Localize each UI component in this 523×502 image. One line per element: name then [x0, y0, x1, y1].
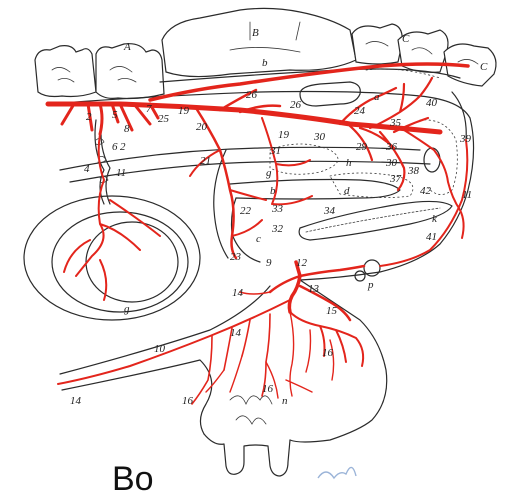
signature-mark — [318, 467, 356, 478]
label-9: 9 — [266, 257, 272, 269]
label-n: n — [282, 395, 288, 407]
label-26b: 26 — [290, 99, 302, 111]
label-p: p — [367, 279, 374, 291]
label-5: 5 — [112, 109, 118, 121]
label-30b: 30 — [385, 157, 398, 169]
label-19b: 19 — [278, 129, 290, 141]
label-B: B — [252, 27, 259, 39]
label-13: 13 — [308, 283, 320, 295]
label-23: 23 — [230, 251, 242, 263]
label-42: 42 — [420, 185, 432, 197]
label-g2: g — [124, 303, 130, 315]
label-20: 20 — [196, 121, 208, 133]
label-19a: 19 — [178, 105, 190, 117]
label-14c: 14 — [70, 395, 82, 407]
label-g1: g — [266, 167, 272, 179]
label-c: c — [256, 233, 261, 245]
label-4: 4 — [84, 163, 90, 175]
label-25: 25 — [158, 113, 170, 125]
label-39: 39 — [459, 133, 472, 145]
label-26a: 26 — [246, 89, 258, 101]
label-3: 11 — [116, 167, 126, 179]
label-33: 33 — [271, 203, 284, 215]
label-7: 7 — [146, 103, 152, 115]
label-34: 34 — [323, 205, 336, 217]
label-h: h — [346, 157, 352, 169]
label-16a: 16 — [322, 347, 334, 359]
label-38: 38 — [407, 165, 420, 177]
label-2: 2 — [86, 111, 92, 123]
label-31: 31 — [269, 145, 281, 157]
label-35: 35 — [389, 117, 402, 129]
label-a: a — [374, 91, 380, 103]
label-41: 41 — [426, 231, 437, 243]
label-16c: 16 — [262, 383, 274, 395]
label-C2: C — [480, 61, 488, 73]
label-14b: 14 — [230, 327, 242, 339]
label-6: 6 — [112, 141, 118, 153]
label-11: 11 — [462, 189, 472, 201]
label-21: 21 — [200, 155, 211, 167]
label-A: A — [123, 41, 131, 53]
label-b-top: b — [262, 57, 268, 69]
label-29: 29 — [356, 141, 368, 153]
label-2b: 2 — [120, 141, 126, 153]
label-36: 36 — [385, 141, 398, 153]
label-d: d — [344, 185, 350, 197]
label-30a: 30 — [313, 131, 326, 143]
label-12: 12 — [296, 257, 308, 269]
label-8: 8 — [124, 123, 130, 135]
label-10: 10 — [154, 343, 166, 355]
label-32: 32 — [271, 223, 284, 235]
label-16b: 16 — [182, 395, 194, 407]
label-k: k — [432, 213, 438, 225]
label-b: b — [270, 185, 276, 197]
label-24: 24 — [354, 105, 366, 117]
label-15: 15 — [326, 305, 338, 317]
label-22: 22 — [240, 205, 252, 217]
label-40: 40 — [426, 97, 438, 109]
label-C1: C — [402, 33, 410, 45]
label-14a: 14 — [232, 287, 244, 299]
caption-text: Bo — [112, 460, 154, 498]
label-37: 37 — [389, 173, 402, 185]
